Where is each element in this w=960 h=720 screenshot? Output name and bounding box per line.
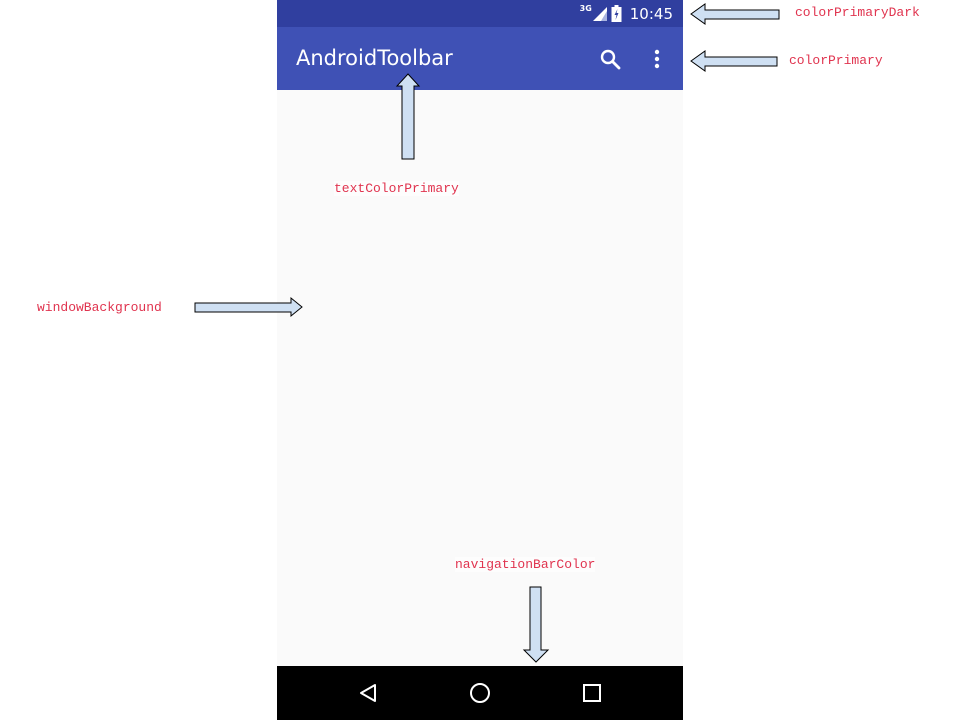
status-clock: 10:45 xyxy=(629,4,673,23)
label-color-primary-dark: colorPrimaryDark xyxy=(795,5,920,20)
recents-button[interactable] xyxy=(574,676,610,710)
battery-icon xyxy=(611,5,622,22)
recents-icon xyxy=(583,684,601,702)
navigation-bar xyxy=(277,666,683,720)
signal-icon xyxy=(592,6,607,21)
status-icons: 3G 10:45 xyxy=(580,0,673,27)
arrow-color-primary-dark xyxy=(690,3,780,25)
back-icon xyxy=(360,684,376,702)
label-text-color-primary: textColorPrimary xyxy=(334,181,459,196)
back-button[interactable] xyxy=(350,676,386,710)
overflow-menu-button[interactable] xyxy=(639,41,675,77)
phone-screen: 3G 10:45 AndroidToolbar xyxy=(277,0,683,720)
network-type-label: 3G xyxy=(579,4,592,13)
label-navigation-bar-color: navigationBarColor xyxy=(455,557,596,572)
arrow-color-primary xyxy=(690,50,778,72)
home-button[interactable] xyxy=(462,676,498,710)
arrow-navigation-bar-color xyxy=(522,586,550,663)
arrow-window-background xyxy=(194,296,303,318)
home-icon xyxy=(470,683,490,703)
toolbar: AndroidToolbar xyxy=(277,27,683,90)
search-button[interactable] xyxy=(592,41,628,77)
arrow-text-color-primary xyxy=(395,73,421,160)
status-bar: 3G 10:45 xyxy=(277,0,683,27)
label-color-primary: colorPrimary xyxy=(789,53,883,68)
more-vert-icon xyxy=(654,49,660,69)
label-window-background: windowBackground xyxy=(37,300,162,315)
toolbar-title: AndroidToolbar xyxy=(296,46,453,70)
search-icon xyxy=(600,49,621,70)
